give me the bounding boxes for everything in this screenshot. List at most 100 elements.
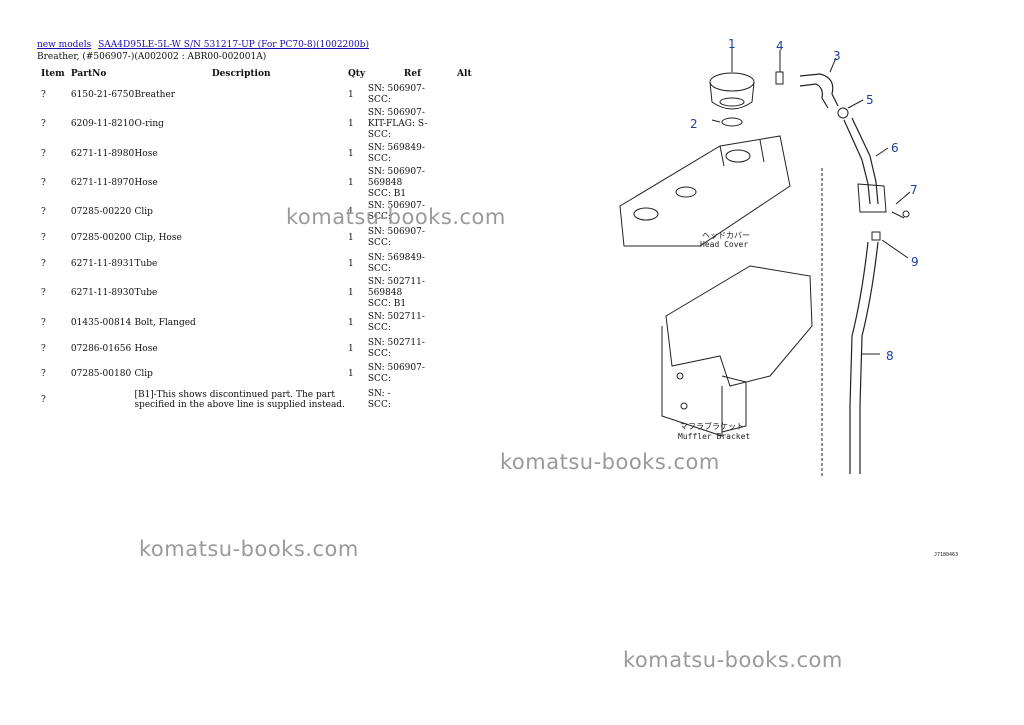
row-partno: 6271-11-8980 xyxy=(70,148,135,159)
head-cover-outline xyxy=(619,135,791,247)
callout-9: 9 xyxy=(911,255,919,269)
row-qty: 1 xyxy=(347,89,354,100)
row-ref: SN: 506907-SCC: xyxy=(367,201,425,223)
row-qty: 1 xyxy=(347,233,354,244)
row-alt xyxy=(457,310,477,336)
row-qty: 1 xyxy=(347,317,354,328)
row-qty: 1 xyxy=(347,343,354,354)
callout-5: 5 xyxy=(866,93,874,107)
row-item: ? xyxy=(41,395,46,406)
row-partno: 07286-01656 xyxy=(70,343,132,354)
watermark: komatsu-books.com xyxy=(500,450,720,474)
row-partno: 6150-21-6750 xyxy=(70,89,135,100)
table-header-row: Item PartNo Description Qty Ref Alt xyxy=(37,66,477,82)
row-alt xyxy=(457,277,477,310)
row-qty: 1 xyxy=(347,288,354,299)
row-ref: SN: 502711-SCC: xyxy=(367,337,425,359)
row-alt xyxy=(457,167,477,200)
table-row: ?[B1]-This shows discontinued part. The … xyxy=(37,387,477,413)
row-description: Clip xyxy=(134,207,153,218)
row-partno xyxy=(71,387,135,413)
row-partno: 6271-11-8930 xyxy=(70,288,135,299)
row-item: ? xyxy=(41,148,46,159)
row-description: O-ring xyxy=(134,119,164,130)
header-alt: Alt xyxy=(457,69,472,79)
row-item: ? xyxy=(41,317,46,328)
row-ref: SN: 569849-SCC: xyxy=(367,142,425,164)
row-qty: 1 xyxy=(347,119,354,130)
muffler-bracket-label: Muffler Bracket xyxy=(678,432,750,441)
row-ref: SN: 502711-SCC: xyxy=(367,311,425,333)
callout-1: 1 xyxy=(728,37,736,51)
row-alt xyxy=(457,336,477,362)
row-alt xyxy=(457,82,477,108)
callout-6: 6 xyxy=(891,141,899,155)
breadcrumb-link-new-models[interactable]: new models xyxy=(37,40,92,50)
callout-2: 2 xyxy=(690,117,698,131)
page-subtitle: Breather, (#506907-)(A002002 : ABR00-002… xyxy=(37,52,267,62)
breather-part xyxy=(709,72,755,92)
o-ring-part xyxy=(721,117,743,127)
row-item: ? xyxy=(41,369,46,380)
header-partno: PartNo xyxy=(70,69,107,79)
row-description: Bolt, Flanged xyxy=(134,317,196,328)
row-item: ? xyxy=(41,233,46,244)
parts-table: Item PartNo Description Qty Ref Alt ? 615… xyxy=(37,66,477,413)
row-qty: 1 xyxy=(347,148,354,159)
row-description: Hose xyxy=(134,343,158,354)
row-ref: SN: 506907-SCC: xyxy=(367,363,425,385)
head-cover-jp-label: ヘッドカバー xyxy=(702,231,750,240)
muffler-bracket-jp-label: マフラブラケット xyxy=(680,421,744,431)
row-item: ? xyxy=(41,343,46,354)
row-ref: SN: 506907-SCC: xyxy=(367,227,425,249)
header-ref: Ref xyxy=(403,68,421,79)
row-partno: 07285-00180 xyxy=(70,369,132,380)
row-ref: SN: 569849-SCC: xyxy=(367,253,425,275)
row-description: Tube xyxy=(134,288,158,299)
row-description: Tube xyxy=(134,259,158,270)
row-description: Hose xyxy=(134,148,158,159)
row-partno: 07285-00200 xyxy=(70,233,132,244)
row-item: ? xyxy=(41,119,46,130)
row-description: Clip, Hose xyxy=(134,233,182,244)
row-item: ? xyxy=(41,89,46,100)
header-description: Description xyxy=(211,69,271,79)
row-qty: 1 xyxy=(347,207,354,218)
row-alt xyxy=(457,387,477,413)
row-ref: SN: 506907-KIT-FLAG: S-SCC: xyxy=(367,107,428,140)
row-qty: 1 xyxy=(347,178,354,189)
row-alt xyxy=(457,108,477,141)
row-qty: 1 xyxy=(347,259,354,270)
watermark: komatsu-books.com xyxy=(286,205,506,229)
row-item: ? xyxy=(41,288,46,299)
row-alt xyxy=(457,141,477,167)
header-item: Item xyxy=(41,69,65,79)
row-description: Hose xyxy=(134,178,158,189)
row-item: ? xyxy=(41,178,46,189)
callout-3: 3 xyxy=(833,49,841,63)
head-cover-label: Head Cover xyxy=(700,240,748,249)
row-partno: 6271-11-8931 xyxy=(70,259,135,270)
row-description: Clip xyxy=(134,369,153,380)
watermark: komatsu-books.com xyxy=(623,648,843,672)
row-partno: 01435-00814 xyxy=(70,317,132,328)
row-item: ? xyxy=(41,207,46,218)
figure-code: J7180463 xyxy=(934,552,958,558)
row-item: ? xyxy=(41,259,46,270)
watermark: komatsu-books.com xyxy=(139,537,359,561)
breadcrumb-link-model[interactable]: SAA4D95LE-5L-W S/N 531217-UP (For PC70-8… xyxy=(98,40,370,50)
callout-4: 4 xyxy=(776,39,784,53)
row-ref: SN: 506907-SCC: xyxy=(367,83,425,105)
